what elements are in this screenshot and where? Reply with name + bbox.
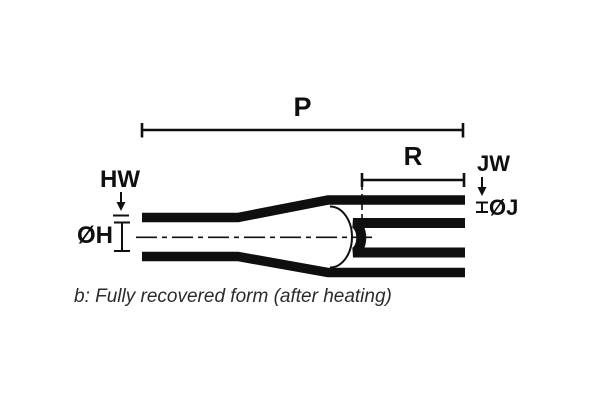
label-oh: ØH [77, 222, 113, 249]
cavity-dome-arc [329, 205, 353, 269]
oj-indicator [476, 201, 488, 213]
hw-down-arrow-icon [116, 202, 126, 211]
oh-indicator [114, 221, 130, 252]
label-jw: JW [477, 151, 510, 176]
inner-branch-walls-and-crotch [351, 218, 465, 258]
hw-indicator [113, 192, 129, 217]
label-hw: HW [100, 166, 140, 193]
r-dimension [360, 173, 466, 187]
label-oj: ØJ [489, 195, 519, 220]
figure-caption: b: Fully recovered form (after heating) [74, 286, 392, 307]
bottom-outer-wall [142, 251, 465, 278]
jw-down-arrow-icon [477, 187, 487, 196]
p-dimension [140, 123, 465, 138]
top-outer-wall [142, 195, 465, 223]
label-p: P [293, 92, 312, 122]
jw-indicator [477, 177, 487, 196]
label-r: R [403, 141, 423, 171]
